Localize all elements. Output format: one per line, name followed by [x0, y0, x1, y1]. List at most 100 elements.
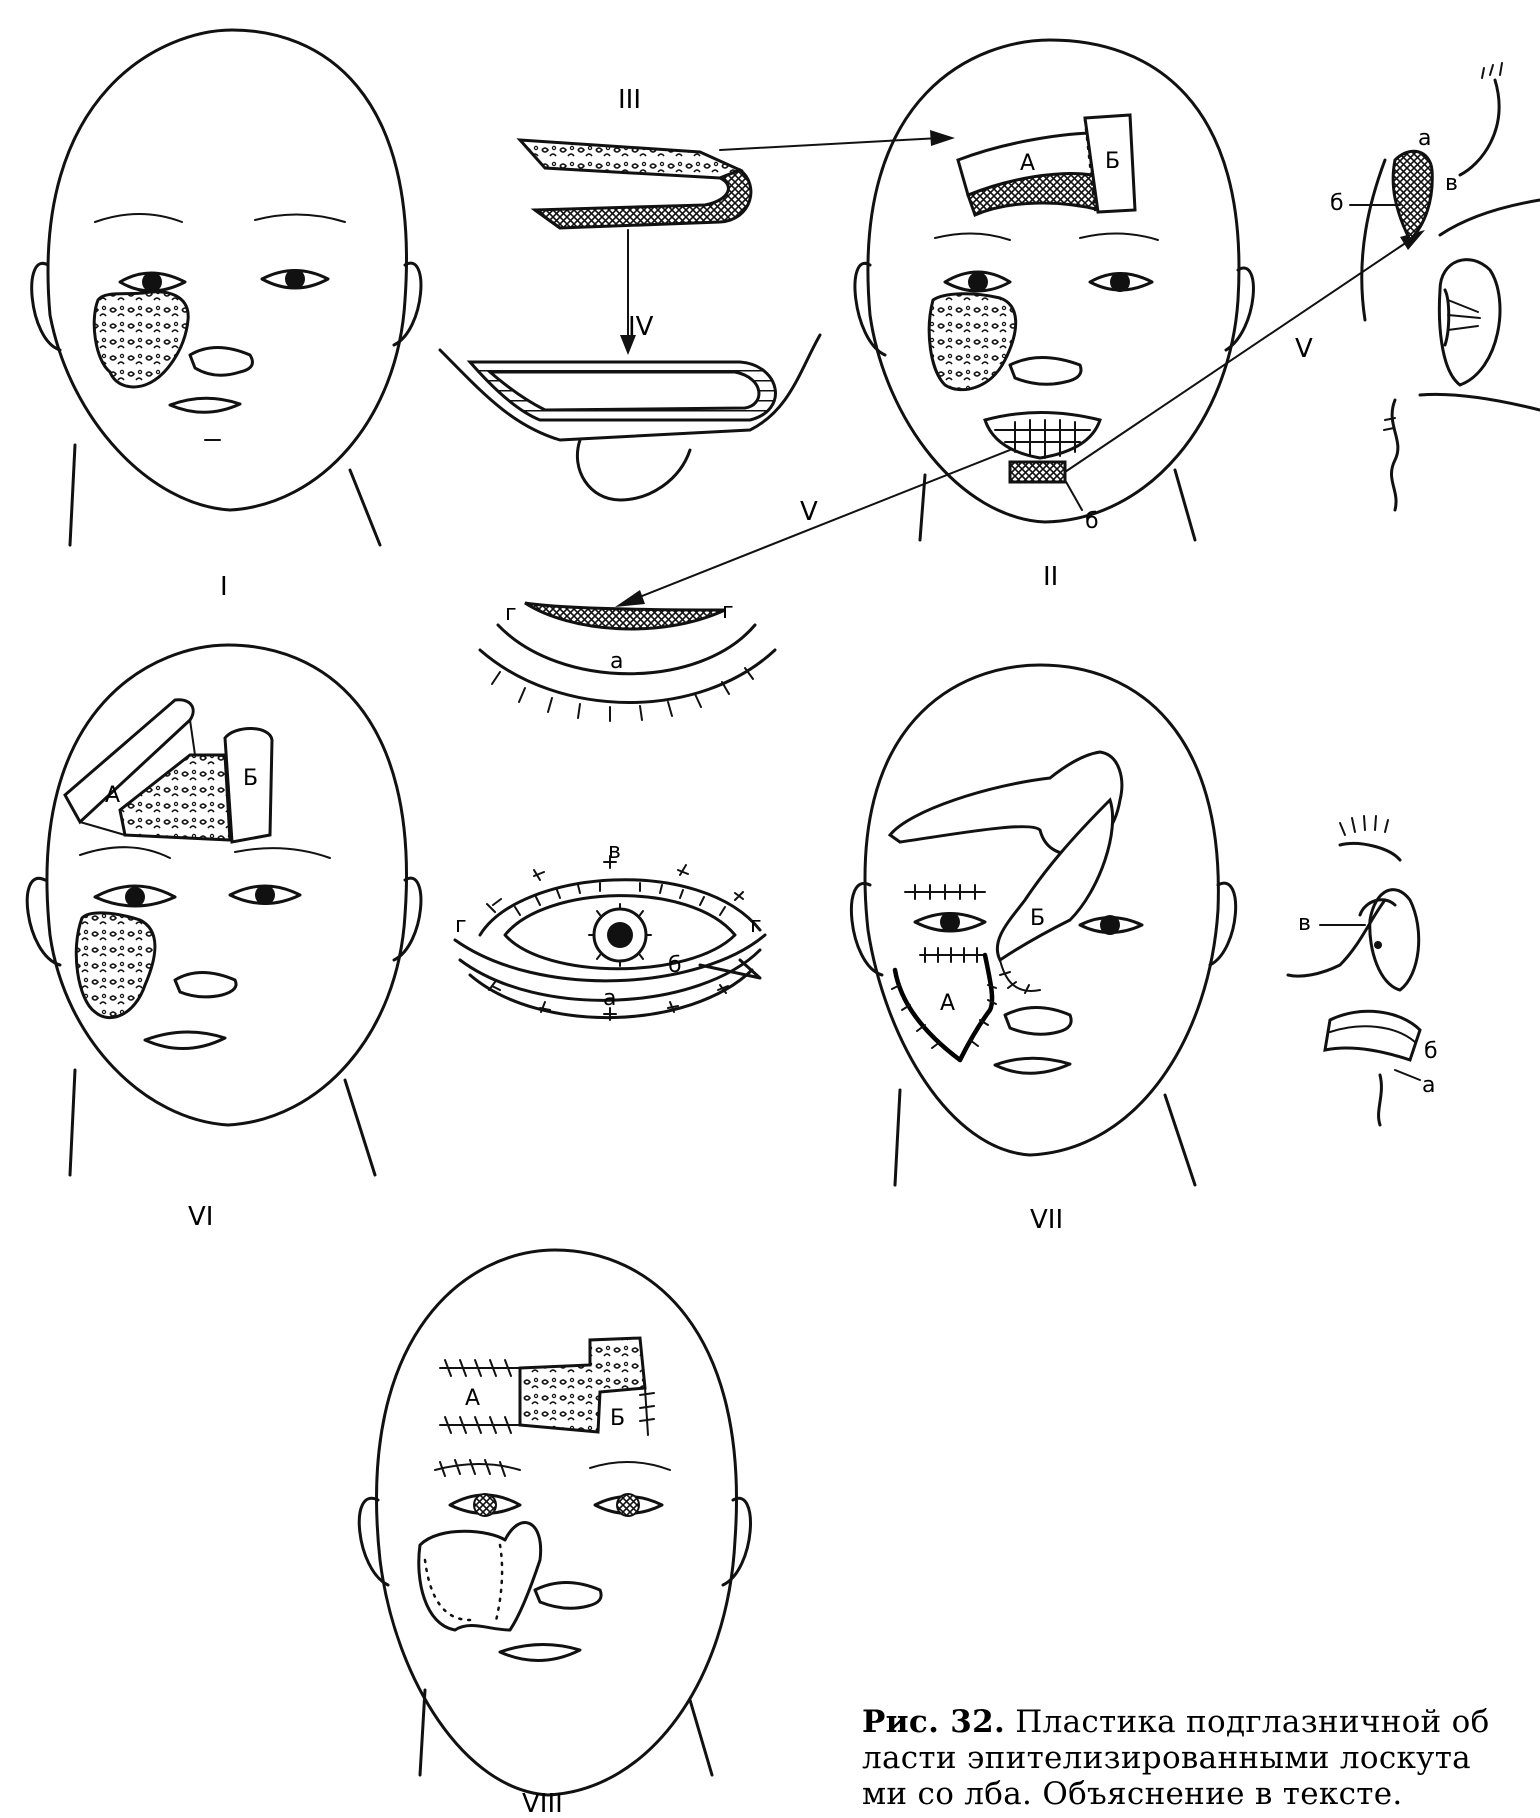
suture-B [639, 1387, 655, 1436]
right-eye [593, 1495, 664, 1515]
label-g-right: г [722, 599, 734, 624]
flap-top-layer [516, 138, 744, 180]
mouth [498, 1643, 582, 1662]
outer-contour [438, 333, 822, 442]
head-outline [863, 663, 1220, 1157]
right-eye [1078, 916, 1144, 934]
face-VIII: А Б VIII [357, 1248, 752, 1818]
panel-label-VI: VI [188, 1202, 213, 1232]
label-a-profile: а [1418, 126, 1431, 151]
head-outline [866, 38, 1241, 524]
caption-prefix: Рис. 32. [862, 1704, 1006, 1740]
section-IV: IV [438, 312, 822, 502]
flap-A-label: А [105, 783, 120, 808]
label-b-profile: б [1330, 191, 1344, 216]
left-ear [853, 261, 887, 357]
arrow-to-profile [1064, 239, 1411, 473]
head-outline [375, 1248, 738, 1797]
flap-III: III [516, 85, 955, 355]
label-g-left: г [455, 913, 467, 938]
healed-donor-site [518, 1336, 647, 1434]
suture-flap-A [957, 952, 995, 1063]
flap-B-label: Б [610, 1406, 625, 1431]
panel-label-V-upper: V [1295, 334, 1313, 364]
left-eye [913, 912, 987, 933]
donor-defect [118, 753, 232, 842]
eyelid-V: V г г а [478, 439, 1036, 722]
lower-lid-margin [478, 648, 777, 704]
flap-rotated [887, 750, 1124, 856]
panel-label-VIII: VIII [522, 1789, 563, 1818]
right-pupil [285, 269, 305, 289]
figure-caption: Рис. 32. Пластика подглазничной об ласти… [862, 1704, 1532, 1812]
mouth [168, 396, 242, 414]
label-a: а [610, 649, 623, 674]
face-II: А Б б II V [853, 38, 1425, 592]
suture-A-bottom [439, 1416, 521, 1434]
nose [188, 346, 254, 377]
caption-text-1: Пластика подглазничной об [1015, 1704, 1490, 1740]
flap-B-label: Б [243, 766, 258, 791]
caption-line-2: ласти эпителизированными лоскута [862, 1740, 1471, 1776]
nose-tip [575, 438, 692, 502]
lower-lid [453, 933, 767, 983]
head-outline [46, 28, 408, 512]
teeth [994, 419, 1091, 459]
label-b: б [668, 953, 682, 978]
right-eye [1088, 272, 1154, 292]
mouth [993, 1056, 1072, 1075]
left-eye [943, 270, 1012, 293]
right-ear [1208, 881, 1238, 967]
eyelashes [491, 667, 754, 722]
label-a: а [603, 986, 616, 1011]
right-ear [721, 1496, 752, 1587]
left-eye [93, 884, 177, 908]
caption-line-1: Рис. 32. Пластика подглазничной об [862, 1704, 1532, 1740]
right-ear [392, 876, 423, 962]
nose [173, 971, 238, 999]
left-ear [357, 1496, 390, 1587]
head-outline [45, 643, 408, 1127]
eye-sutures: в г г б а [453, 839, 767, 1021]
label-v-profile: в [1298, 911, 1311, 936]
panel-label-VII: VII [1030, 1205, 1063, 1235]
open-mouth [983, 411, 1102, 460]
label-b-mouth: б [1085, 509, 1099, 534]
suture-upper-eye [904, 884, 986, 900]
right-brow [254, 213, 346, 223]
panel-label-V-lower: V [800, 497, 818, 527]
neck-left [68, 443, 77, 547]
arrow-to-eyelid [631, 439, 1036, 601]
caption-line-3: ми со лба. Объяснение в тексте. [862, 1776, 1403, 1812]
label-a-profile: а [1422, 1073, 1435, 1098]
reconstructed-lower-lid [1323, 1009, 1422, 1062]
graft-in-eyelid [524, 601, 726, 631]
label-v: в [608, 839, 621, 864]
left-eye [448, 1493, 522, 1515]
panel-label-II: II [1043, 562, 1058, 592]
right-ear [392, 261, 423, 347]
eye-profile-V: а б в [1330, 62, 1540, 512]
face-VII: Б А VII [850, 663, 1238, 1235]
flap-A-label: А [465, 1386, 480, 1411]
flap-B [223, 727, 274, 844]
suture-lower-eye [919, 947, 986, 963]
flap-B-label: Б [1105, 149, 1120, 174]
face-VI: А Б VI [25, 643, 423, 1232]
left-ear [850, 881, 884, 977]
transplanted-flap-outline [417, 1521, 543, 1632]
right-eye [260, 269, 330, 290]
right-eye [228, 884, 302, 905]
left-eye [118, 271, 187, 293]
flap-fold [530, 168, 753, 230]
label-g-right: г [750, 913, 762, 938]
flap-A-label: А [940, 991, 955, 1016]
eye-profile-VII: в б а [1286, 815, 1438, 1127]
label-g-left: г [505, 601, 517, 626]
mucosa-donor-site [1008, 460, 1067, 484]
flap-B [1083, 113, 1137, 214]
left-ear [25, 876, 62, 967]
label-v-profile: в [1445, 171, 1458, 196]
